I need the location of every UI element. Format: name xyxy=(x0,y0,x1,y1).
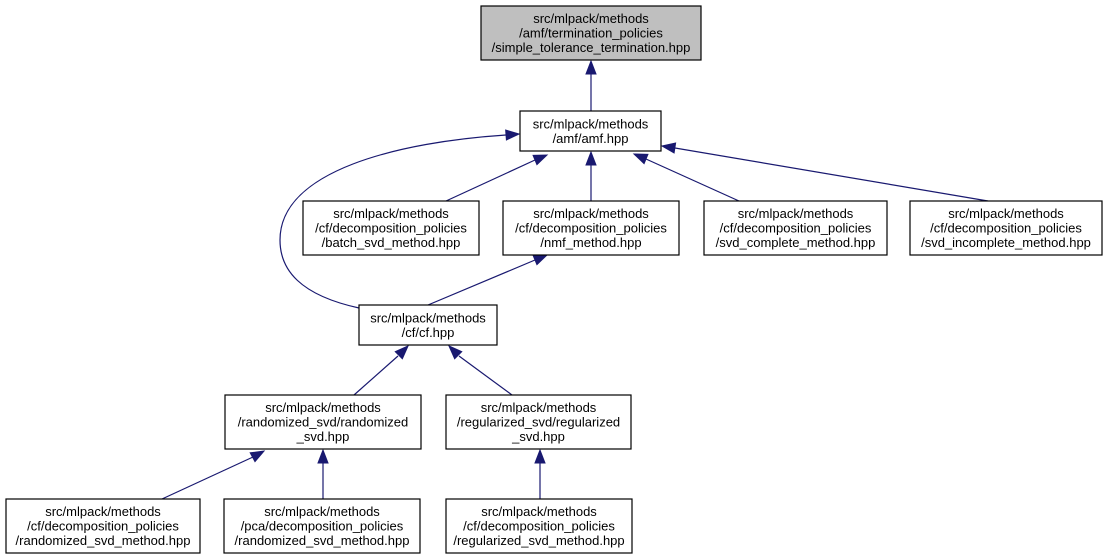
node-box xyxy=(502,200,680,256)
node-label-line: /randomized_svd/randomized xyxy=(238,415,409,430)
graph-node-n11[interactable]: src/mlpack/methods/cf/decomposition_poli… xyxy=(445,498,633,554)
edge-line xyxy=(353,355,399,396)
node-label-line: /cf/decomposition_policies xyxy=(463,519,615,534)
edge-n7-n6 xyxy=(353,345,409,396)
edge-line xyxy=(445,159,536,202)
graph-node-n10[interactable]: src/mlpack/methods/pca/decomposition_pol… xyxy=(223,498,421,554)
node-label-line: src/mlpack/methods xyxy=(533,206,649,221)
node-box xyxy=(224,394,422,450)
node-label-line: src/mlpack/methods xyxy=(333,206,449,221)
edge-line xyxy=(161,456,254,500)
arrowhead-icon xyxy=(532,254,549,266)
edge-n10-n7 xyxy=(317,448,329,499)
node-box xyxy=(703,200,888,256)
graph-node-n7[interactable]: src/mlpack/methods/randomized_svd/random… xyxy=(224,394,422,450)
edge-n5-n1 xyxy=(660,142,989,202)
graph-node-n3[interactable]: src/mlpack/methods/cf/decomposition_poli… xyxy=(502,200,680,256)
node-label-line: /cf/decomposition_policies xyxy=(315,221,467,236)
node-label-line: src/mlpack/methods xyxy=(533,11,649,26)
node-label-line: /pca/decomposition_policies xyxy=(241,519,404,534)
node-label-line: _svd.hpp xyxy=(511,429,565,444)
node-label-line: src/mlpack/methods xyxy=(533,116,649,131)
arrowhead-icon xyxy=(585,150,597,166)
arrowhead-icon xyxy=(249,450,266,463)
arrowhead-icon xyxy=(585,59,597,75)
node-label-line: /nmf_method.hpp xyxy=(540,235,641,250)
node-label-line: /cf/decomposition_policies xyxy=(27,519,179,534)
node-box xyxy=(909,200,1103,256)
edge-n3-n1 xyxy=(585,150,597,201)
edge-n2-n1 xyxy=(445,154,549,202)
node-box xyxy=(445,498,633,554)
node-label-line: /randomized_svd_method.hpp xyxy=(235,533,410,548)
arrowhead-icon xyxy=(448,345,463,360)
edge-n8-n6 xyxy=(448,345,513,396)
node-label-line: src/mlpack/methods xyxy=(370,310,486,325)
node-box xyxy=(223,498,421,554)
node-label-line: /amf/amf.hpp xyxy=(553,131,629,146)
graph-node-n5[interactable]: src/mlpack/methods/cf/decomposition_poli… xyxy=(909,200,1103,256)
node-label-line: src/mlpack/methods xyxy=(948,206,1064,221)
node-label-line: /svd_incomplete_method.hpp xyxy=(921,235,1091,250)
node-box xyxy=(519,110,662,152)
node-label-line: /regularized_svd_method.hpp xyxy=(453,533,624,548)
graph-node-n0[interactable]: src/mlpack/methods/amf/termination_polic… xyxy=(480,5,702,61)
arrowhead-icon xyxy=(532,154,549,166)
edge-line xyxy=(427,259,536,306)
node-label-line: /regularized_svd/regularized xyxy=(457,415,620,430)
edge-line xyxy=(674,147,989,202)
node-label-line: /randomized_svd_method.hpp xyxy=(16,533,191,548)
node-box xyxy=(302,200,480,256)
node-label-line: /cf/cf.hpp xyxy=(402,325,455,340)
node-label-line: /svd_complete_method.hpp xyxy=(716,235,876,250)
node-box xyxy=(358,304,498,346)
edge-line xyxy=(458,355,513,396)
graph-node-n2[interactable]: src/mlpack/methods/cf/decomposition_poli… xyxy=(302,200,480,256)
node-box xyxy=(5,498,201,554)
node-label-line: src/mlpack/methods xyxy=(264,504,380,519)
node-label-line: src/mlpack/methods xyxy=(265,400,381,415)
graph-node-n9[interactable]: src/mlpack/methods/cf/decomposition_poli… xyxy=(5,498,201,554)
graph-node-n1[interactable]: src/mlpack/methods/amf/amf.hpp xyxy=(519,110,662,152)
node-label-line: src/mlpack/methods xyxy=(481,504,597,519)
node-label-line: /cf/decomposition_policies xyxy=(930,221,1082,236)
graph-node-n4[interactable]: src/mlpack/methods/cf/decomposition_poli… xyxy=(703,200,888,256)
edge-n6-n1 xyxy=(279,129,521,309)
node-label-line: /batch_svd_method.hpp xyxy=(322,235,461,250)
node-label-line: src/mlpack/methods xyxy=(45,504,161,519)
node-label-line: /simple_tolerance_termination.hpp xyxy=(492,40,691,55)
edge-n4-n1 xyxy=(632,153,740,202)
edge-n11-n8 xyxy=(534,448,546,499)
edge-n6-n3 xyxy=(427,254,549,306)
node-label-line: /cf/decomposition_policies xyxy=(720,221,872,236)
node-box xyxy=(445,394,632,450)
node-label-line: _svd.hpp xyxy=(296,429,350,444)
node-label-line: /amf/termination_policies xyxy=(519,26,663,41)
arrowhead-icon xyxy=(534,448,546,464)
arrowhead-icon xyxy=(394,345,409,360)
node-label-line: src/mlpack/methods xyxy=(738,206,854,221)
graph-node-n8[interactable]: src/mlpack/methods/regularized_svd/regul… xyxy=(445,394,632,450)
arrowhead-icon xyxy=(660,142,677,154)
edge-line xyxy=(279,134,507,309)
node-label-line: src/mlpack/methods xyxy=(481,400,597,415)
arrowhead-icon xyxy=(632,153,649,165)
edge-n9-n7 xyxy=(161,450,266,500)
edge-line xyxy=(645,158,740,202)
arrowhead-icon xyxy=(317,448,329,464)
graph-node-n6[interactable]: src/mlpack/methods/cf/cf.hpp xyxy=(358,304,498,346)
edge-n1-n0 xyxy=(585,59,597,111)
root-node-box xyxy=(480,5,702,61)
node-label-line: /cf/decomposition_policies xyxy=(515,221,667,236)
arrowhead-icon xyxy=(505,129,521,141)
